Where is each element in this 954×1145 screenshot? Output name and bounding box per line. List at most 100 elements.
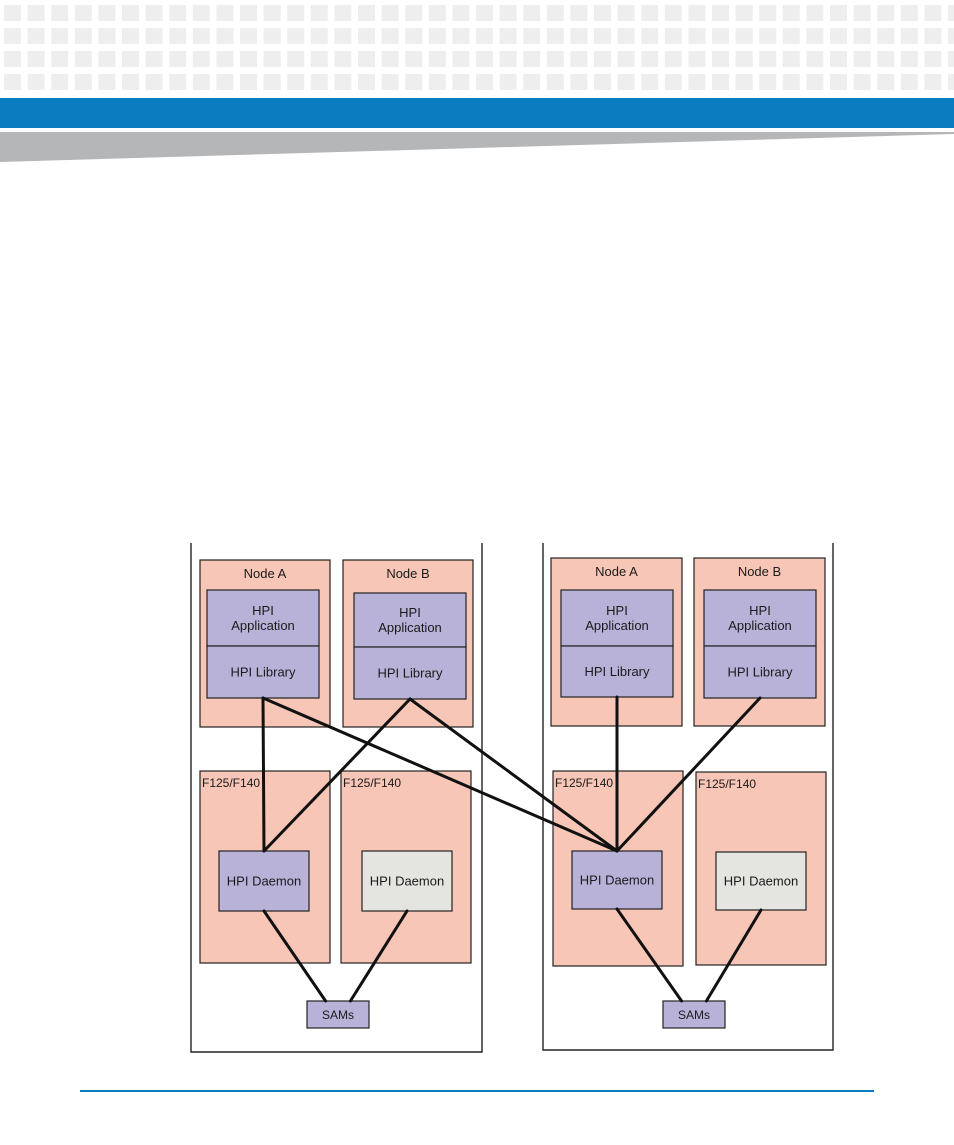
header-tile <box>169 5 187 21</box>
header-tile <box>405 51 423 67</box>
header-tile <box>98 51 116 67</box>
header-tile <box>240 28 257 44</box>
header-tile <box>546 74 564 90</box>
hpi-daemon-label: HPI Daemon <box>580 873 654 888</box>
header-tile <box>263 5 281 21</box>
connector-daemon-to-sams <box>615 907 684 1003</box>
header-tile <box>664 51 682 67</box>
connector-library-to-daemon <box>615 696 762 853</box>
header-tile <box>51 5 69 21</box>
hpi-application-label: Application <box>231 618 295 633</box>
header-tile <box>735 51 753 67</box>
header-tile <box>759 74 777 90</box>
header-tile <box>759 28 777 44</box>
header-tile <box>216 74 234 90</box>
header-tile <box>924 5 942 21</box>
header-tile <box>74 28 92 44</box>
node-label: Node B <box>738 564 781 579</box>
header-tile <box>712 51 729 67</box>
header-tile <box>98 74 116 90</box>
header-tile <box>830 51 847 67</box>
header-tile <box>452 28 470 44</box>
header-tile <box>122 5 139 21</box>
header-tile <box>216 51 234 67</box>
header-tile <box>4 5 21 21</box>
header-tile <box>452 51 470 67</box>
header-tile <box>145 28 163 44</box>
header-tile <box>310 28 328 44</box>
blue-band-rect <box>0 98 954 128</box>
group-frame <box>190 543 483 1053</box>
header-tile <box>523 5 541 21</box>
header-tile <box>4 28 21 44</box>
header-tile <box>664 28 682 44</box>
header-tile <box>476 5 493 21</box>
header-blue-band <box>0 98 954 128</box>
header-tile <box>74 74 92 90</box>
hpi-daemon-box <box>571 850 663 910</box>
header-tile <box>641 5 659 21</box>
header-tile <box>594 28 611 44</box>
hpi-daemon-label: HPI Daemon <box>227 874 301 889</box>
header-tile <box>358 28 375 44</box>
hpi-library-box <box>703 645 817 699</box>
header-tile <box>27 51 45 67</box>
header-tile <box>735 5 753 21</box>
header-tile <box>499 51 517 67</box>
header-tile <box>334 28 352 44</box>
header-tile <box>570 51 588 67</box>
header-tile <box>853 28 871 44</box>
header-tile <box>192 5 210 21</box>
header-tile <box>688 74 706 90</box>
hpi-application-label: Application <box>585 618 649 633</box>
header-tile <box>4 51 21 67</box>
connector-cross-group <box>408 697 619 853</box>
header-tile <box>900 28 918 44</box>
header-tile <box>4 74 21 90</box>
header-tile <box>830 74 847 90</box>
header-tile <box>900 51 918 67</box>
header-tile <box>900 74 918 90</box>
hpi-application-box <box>206 589 320 647</box>
header-tile <box>381 28 399 44</box>
header-tile <box>570 28 588 44</box>
hpi-daemon-standby-box <box>361 850 453 912</box>
header-tile <box>948 74 954 90</box>
sams-box <box>662 1000 726 1029</box>
header-tile <box>310 51 328 67</box>
header-tile <box>853 51 871 67</box>
node-label: Node A <box>595 564 638 579</box>
header-tile <box>830 5 847 21</box>
hpi-library-label: HPI Library <box>230 665 296 680</box>
blade-label: F125/F140 <box>343 776 401 790</box>
hpi-library-box <box>353 646 467 700</box>
header-tile-pattern <box>4 5 954 90</box>
header-tile <box>476 51 493 67</box>
header-tile <box>641 51 659 67</box>
hpi-daemon-label: HPI Daemon <box>724 874 798 889</box>
header-tile <box>617 51 635 67</box>
header-tile <box>924 51 942 67</box>
header-tile <box>74 51 92 67</box>
blade-label: F125/F140 <box>555 776 613 790</box>
header-tile <box>428 51 446 67</box>
header-tile <box>240 74 257 90</box>
footer-rule <box>80 1090 874 1092</box>
header-tile <box>806 5 824 21</box>
header-tile <box>664 5 682 21</box>
footer-rule-line <box>80 1090 874 1092</box>
connector-library-to-daemon <box>262 697 412 853</box>
header-tile <box>405 28 423 44</box>
header-tile <box>216 5 234 21</box>
header-tile <box>476 74 493 90</box>
header-tile <box>381 51 399 67</box>
hpi-daemon-box <box>218 850 310 912</box>
header-tile <box>570 74 588 90</box>
header-tile <box>594 51 611 67</box>
header-tile <box>712 74 729 90</box>
header-tile <box>712 28 729 44</box>
hpi-library-label: HPI Library <box>584 664 650 679</box>
header-tile <box>287 51 305 67</box>
sams-label: SAMs <box>322 1008 354 1022</box>
header-tile <box>782 28 800 44</box>
